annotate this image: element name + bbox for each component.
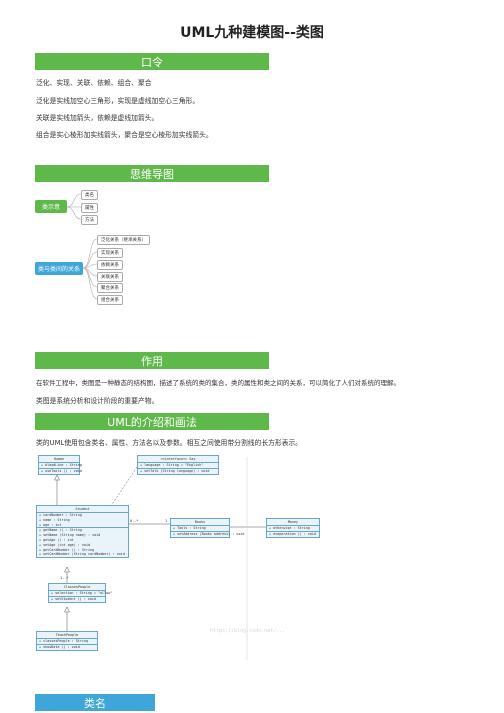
uml-class-name: TeachPeople: [37, 632, 97, 639]
text-line: 组合是实心棱形加实线箭头，聚合是空心棱形加实线箭头。: [36, 131, 213, 139]
mind-map: 类示意 类名 属性 方法 类与类间的关系 泛化关系（继承关系） 实现关系 依赖关…: [35, 182, 269, 307]
uml-attribute: + otherwise : String: [269, 526, 310, 530]
uml-method: + setTalk (String language) : void: [138, 467, 218, 474]
uml-attribute: + bloodLine : String: [41, 463, 82, 467]
mind-node: 方法: [81, 215, 98, 225]
uml-attribute: + cardNumber : String: [39, 513, 82, 517]
mind-node: 依赖关系: [97, 260, 123, 270]
section-heading: 作用: [141, 354, 163, 368]
multiplicity-label: 1..*: [60, 576, 69, 580]
uml-attribute: + Tools : String: [173, 526, 206, 530]
uml-method: + setAddress (Books address) : void: [171, 530, 245, 536]
multiplicity-label: 0..*: [130, 519, 139, 523]
section-header-classname: 类名: [35, 694, 155, 711]
uml-method: + setName (String name) : void: [39, 533, 101, 538]
uml-attribute: + selection : String = "allow": [51, 591, 113, 595]
mind-root-class: 类示意: [35, 200, 67, 213]
uml-class-name: <<interface>> Say: [138, 456, 218, 463]
mind-root-relations: 类与类间的关系: [35, 262, 83, 275]
section-header-mnemonic: 口令: [35, 53, 269, 70]
uml-class-student: Student + cardNumber : String + name : S…: [36, 505, 129, 559]
text-line: 泛化是实线加空心三角形，实现是虚线加空心三角形。: [36, 97, 200, 105]
mind-node: 关联关系: [97, 272, 123, 282]
section-heading: 类名: [84, 696, 106, 710]
section-header-intro: UML的介绍和画法: [35, 413, 269, 430]
mind-node: 类名: [81, 190, 98, 200]
uml-attribute: + language : String = "English": [140, 463, 204, 467]
uml-method: + showData () : void: [37, 643, 97, 650]
page-title: UML九种建模图--类图: [180, 25, 324, 41]
uml-attribute: + name : String: [39, 517, 70, 522]
mind-node: 泛化关系（继承关系）: [97, 235, 150, 245]
uml-attribute: + age : int: [39, 522, 62, 527]
uml-class-name: Human: [39, 456, 79, 463]
text-line: 类图是系统分析和设计阶段的重要产物。: [36, 397, 159, 405]
uml-class-money: Money + otherwise : String + evaporation…: [266, 518, 320, 538]
section-header-purpose: 作用: [35, 352, 269, 369]
uml-connectors: [54, 457, 266, 660]
uml-method: + getName () : String: [37, 527, 128, 533]
uml-method: + useTools () : void: [39, 467, 82, 473]
uml-class-name: Books: [171, 519, 229, 526]
uml-method: + setCardNumber (String cardNumber) : vo…: [39, 552, 125, 557]
mind-map-connectors: [66, 193, 98, 300]
uml-method: + evaporation () : void: [267, 530, 319, 537]
uml-method: + setAge (int age) : void: [39, 542, 91, 547]
uml-method: + getAge () : int: [39, 537, 74, 542]
section-heading: UML的介绍和画法: [107, 415, 197, 429]
uml-stereotype: <<interface>>: [160, 457, 188, 461]
mind-node: 属性: [81, 203, 98, 213]
uml-class-diagram: 0..* 1 1..* Human + bloodLine : String +…: [30, 455, 330, 665]
uml-method: + getCardNumber () : String: [39, 547, 95, 552]
section-header-mindmap: 思维导图: [35, 165, 269, 182]
uml-class-human: Human + bloodLine : String + useTools ()…: [38, 455, 82, 475]
section-heading: 口令: [141, 55, 163, 69]
text-line: 泛化、实现、关联、依赖、组合、聚合: [36, 79, 152, 87]
text-line: 在软件工程中，类图是一种静态的结构图，描述了系统的类的集合，类的属性和类之间的关…: [36, 379, 400, 387]
uml-class-books: Books + Tools : String + setAddress (Boo…: [170, 518, 245, 538]
uml-class-teachpeople: TeachPeople + classesPeople : String + s…: [36, 631, 98, 651]
uml-attribute: + classesPeople : String: [39, 639, 88, 643]
uml-class-name: Money: [267, 519, 319, 526]
section-heading: 思维导图: [130, 167, 174, 181]
text-line: 关联是实线加箭头，依赖是虚线加箭头。: [36, 114, 159, 122]
uml-interface-say: <<interface>> Say + language : String = …: [137, 455, 219, 475]
uml-method: + setStudent () : void: [49, 595, 105, 602]
uml-class-name-text: Say: [189, 457, 196, 461]
mind-node: 聚合关系: [97, 283, 123, 293]
mind-node: 组合关系: [97, 295, 123, 305]
uml-class-name: Student: [37, 506, 128, 513]
uml-class-classespeople: ClassesPeople + selection : String = "al…: [48, 583, 113, 603]
multiplicity-label: 1: [165, 519, 168, 523]
watermark: https://blog.csdn.net/...: [210, 628, 286, 634]
mind-node: 实现关系: [97, 248, 123, 258]
text-line: 类的UML使用包含类名、属性、方法名以及参数。相互之间使用带分割线的长方形表示。: [36, 439, 303, 447]
uml-class-name: ClassesPeople: [49, 584, 105, 591]
